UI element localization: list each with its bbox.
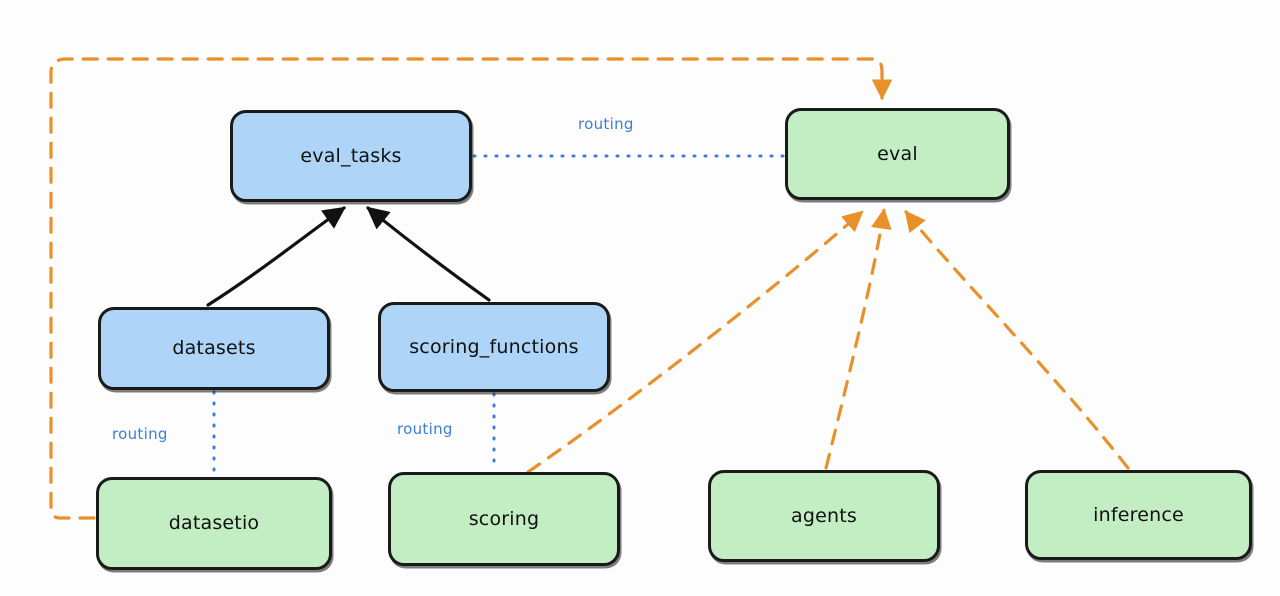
edge-scoring_functions-eval_tasks (366, 206, 491, 302)
node-datasets[interactable]: datasets (98, 307, 330, 390)
node-label: datasetio (168, 512, 260, 535)
node-datasetio[interactable]: datasetio (96, 477, 332, 570)
node-eval[interactable]: eval (785, 108, 1010, 200)
node-label: eval_tasks (300, 144, 402, 167)
node-label: eval (877, 142, 918, 165)
node-label: scoring_functions (409, 335, 579, 358)
node-eval_tasks[interactable]: eval_tasks (230, 110, 472, 202)
edge-label-routing-datasetio: routing (112, 425, 168, 443)
edge-datasets-eval_tasks (206, 206, 346, 307)
node-scoring_functions[interactable]: scoring_functions (378, 302, 610, 392)
edge-label-routing-eval: routing (578, 115, 634, 133)
node-label: inference (1093, 503, 1184, 526)
edge-agents-eval (824, 207, 892, 470)
node-inference[interactable]: inference (1025, 470, 1252, 560)
node-scoring[interactable]: scoring (388, 472, 620, 566)
node-agents[interactable]: agents (708, 470, 940, 562)
node-label: scoring (468, 507, 540, 530)
edge-inference-eval (904, 210, 1130, 470)
edge-label-routing-scoring: routing (397, 420, 453, 438)
node-label: agents (791, 504, 857, 527)
node-label: datasets (172, 337, 256, 360)
